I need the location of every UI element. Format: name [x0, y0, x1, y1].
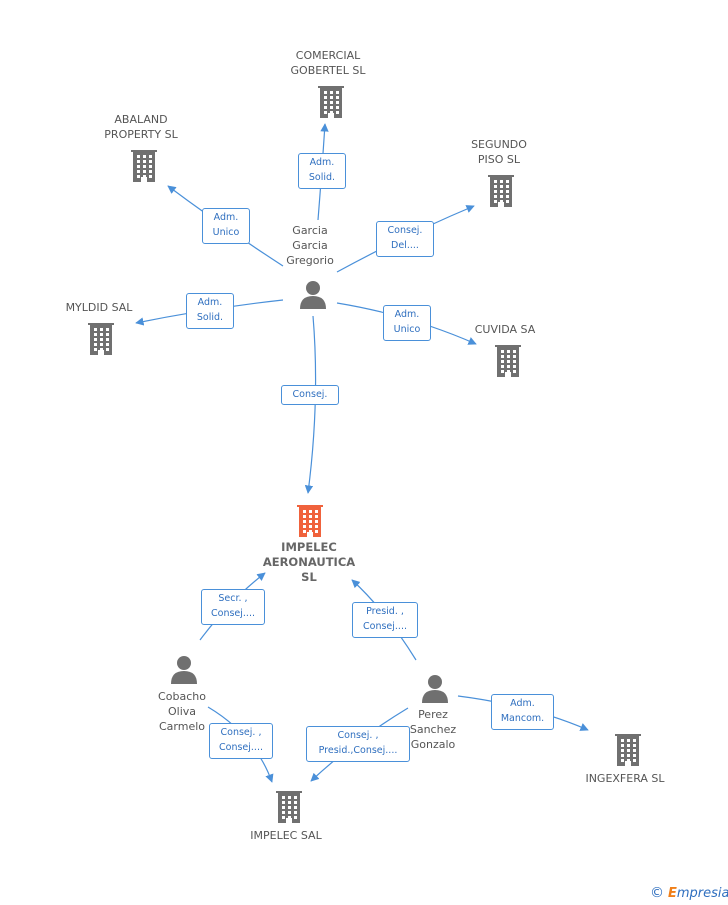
role-label-r8[interactable]: Presid. , Consej....: [352, 602, 418, 638]
role-label-r9[interactable]: Consej. , Consej....: [209, 723, 273, 759]
node-label-impelec_aero[interactable]: IMPELEC AERONAUTICA SL: [262, 540, 356, 584]
role-label-r5[interactable]: Adm. Unico: [383, 305, 431, 341]
role-label-r1[interactable]: Adm. Solid.: [298, 153, 346, 189]
person-icon-garcia[interactable]: [298, 279, 328, 313]
role-label-r2[interactable]: Adm. Unico: [202, 208, 250, 244]
building-icon-segundo[interactable]: [485, 173, 517, 211]
empresia-logo[interactable]: ©Empresia: [650, 885, 728, 901]
role-label-r11[interactable]: Adm. Mancom.: [491, 694, 554, 730]
role-label-r6[interactable]: Consej.: [281, 385, 339, 405]
person-icon-perez[interactable]: [420, 673, 450, 707]
node-label-abaland[interactable]: ABALAND PROPERTY SL: [104, 113, 178, 141]
node-label-cuvida[interactable]: CUVIDA SA: [474, 323, 536, 336]
node-label-comercial[interactable]: COMERCIAL GOBERTEL SL: [290, 49, 366, 77]
role-label-r7[interactable]: Secr. , Consej....: [201, 589, 265, 625]
building-icon-impelec_aero[interactable]: [294, 503, 326, 541]
node-label-cobacho[interactable]: Cobacho Oliva Carmelo: [158, 690, 206, 733]
node-label-impelec_sal[interactable]: IMPELEC SAL: [250, 829, 322, 842]
building-icon-myldid[interactable]: [85, 321, 117, 359]
node-label-perez[interactable]: Perez Sanchez Gonzalo: [409, 708, 457, 751]
building-icon-abaland[interactable]: [128, 148, 160, 186]
role-label-r10[interactable]: Consej. , Presid.,Consej....: [306, 726, 410, 762]
role-label-r4[interactable]: Adm. Solid.: [186, 293, 234, 329]
node-label-myldid[interactable]: MYLDID SAL: [65, 301, 133, 314]
building-icon-impelec_sal[interactable]: [273, 789, 305, 827]
node-label-garcia[interactable]: Garcia Garcia Gregorio: [286, 224, 334, 267]
node-label-segundo[interactable]: SEGUNDO PISO SL: [471, 138, 527, 166]
node-label-ingexfera[interactable]: INGEXFERA SL: [585, 772, 665, 785]
building-icon-comercial[interactable]: [315, 84, 347, 122]
role-label-r3[interactable]: Consej. Del....: [376, 221, 434, 257]
building-icon-cuvida[interactable]: [492, 343, 524, 381]
building-icon-ingexfera[interactable]: [612, 732, 644, 770]
person-icon-cobacho[interactable]: [169, 654, 199, 688]
copyright-icon: ©: [650, 885, 664, 901]
